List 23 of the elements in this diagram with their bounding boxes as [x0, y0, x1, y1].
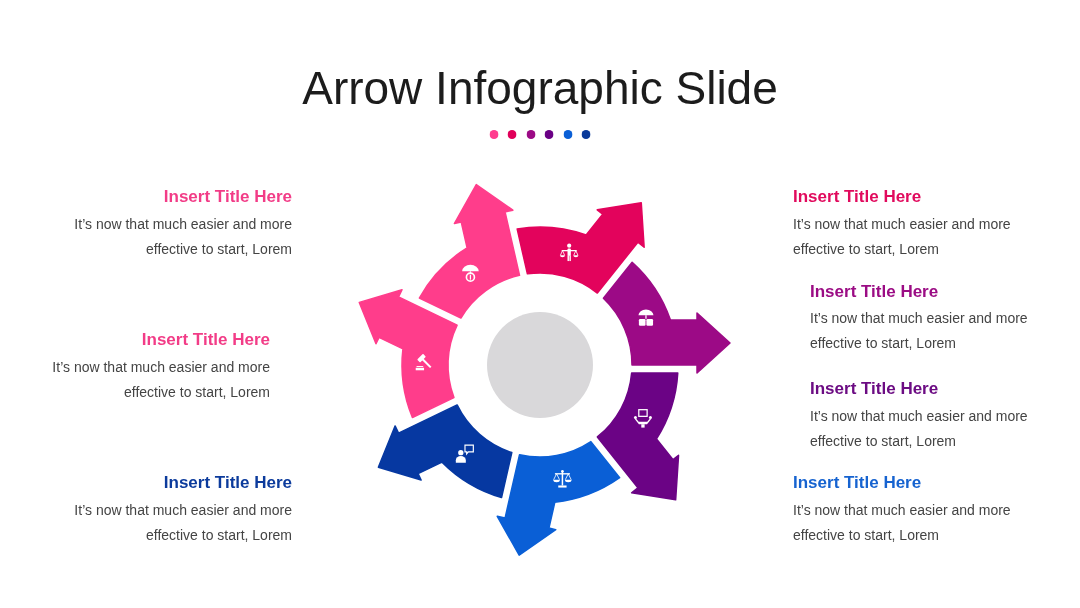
slide-title: Arrow Infographic Slide	[302, 62, 778, 114]
item-description: It’s now that much easier and more effective to start, Lorem	[810, 407, 1029, 451]
item-heading: Insert Title Here	[810, 378, 939, 400]
item-heading: Insert Title Here	[793, 186, 922, 208]
item-heading: Insert Title Here	[163, 186, 292, 208]
item-description: It’s now that much easier and more effective to start, Lorem	[793, 501, 1012, 545]
wheel-segment	[602, 261, 731, 374]
item-heading: Insert Title Here	[141, 329, 270, 351]
item-description: It’s now that much easier and more effective to start, Lorem	[810, 309, 1029, 353]
wheel-segment	[418, 183, 521, 319]
item-heading: Insert Title Here	[163, 472, 292, 494]
item-description: It’s now that much easier and more effective to start, Lorem	[73, 501, 292, 545]
center-circle	[487, 312, 593, 418]
wheel-segment	[377, 404, 513, 499]
item-heading: Insert Title Here	[793, 472, 922, 494]
wheel-segment	[596, 372, 680, 501]
item-description: It’s now that much easier and more effective to start, Lorem	[73, 215, 292, 259]
item-description: It’s now that much easier and more effective to start, Lorem	[793, 215, 1012, 259]
wheel-segment	[358, 288, 458, 419]
wheel-segment	[496, 440, 621, 556]
item-heading: Insert Title Here	[810, 281, 939, 303]
wheel-segment	[516, 202, 645, 294]
item-description: It’s now that much easier and more effective to start, Lorem	[51, 358, 270, 402]
